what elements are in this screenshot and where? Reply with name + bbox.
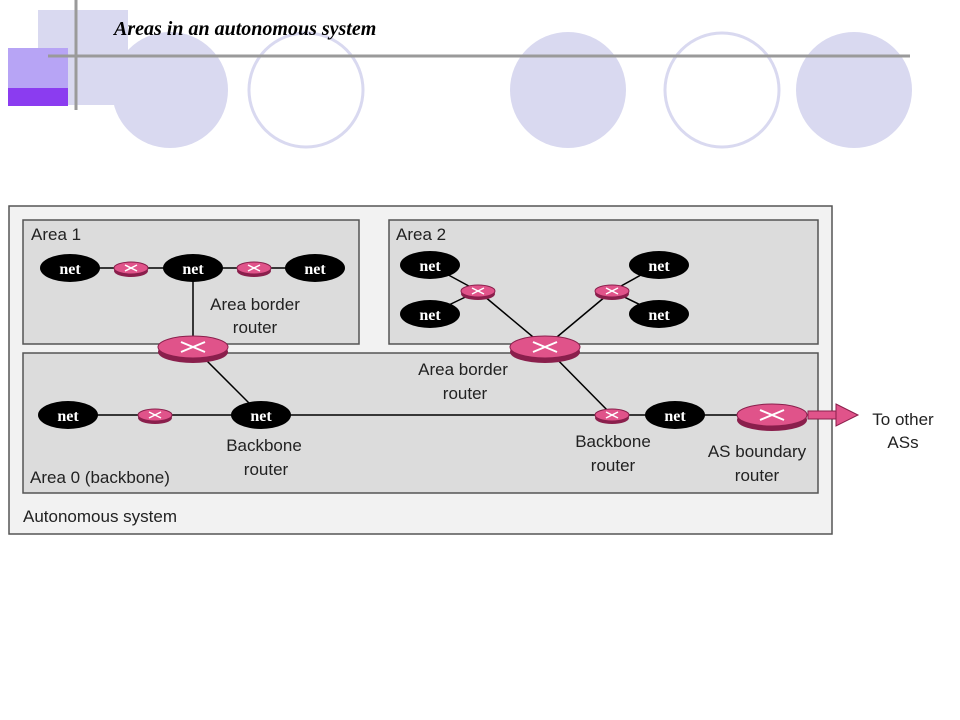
- net-label: net: [59, 261, 81, 278]
- area2-label: Area 2: [396, 225, 446, 244]
- router-small: [137, 408, 173, 425]
- slide-decoration: [8, 0, 912, 149]
- net-node: net: [400, 251, 460, 279]
- net-label: net: [57, 408, 79, 425]
- net-label: net: [419, 307, 441, 324]
- router-small: [460, 284, 496, 301]
- decor-circle-3: [510, 32, 626, 148]
- net-node: net: [629, 300, 689, 328]
- backbone-router-2-line2: router: [591, 456, 636, 475]
- area-border-router-2: [509, 335, 581, 364]
- area1-label: Area 1: [31, 225, 81, 244]
- net-label: net: [304, 261, 326, 278]
- decor-circle-4: [663, 31, 781, 149]
- backbone-router-1-line2: router: [244, 460, 289, 479]
- backbone-router-net: net: [231, 401, 291, 429]
- net-label: net: [419, 258, 441, 275]
- net-node: net: [40, 254, 100, 282]
- backbone-router-1-line1: Backbone: [226, 436, 302, 455]
- net-node: net: [163, 254, 223, 282]
- net-label: net: [664, 408, 686, 425]
- net-label: net: [648, 307, 670, 324]
- as-boundary-router: [736, 403, 808, 432]
- autonomous-system-label: Autonomous system: [23, 507, 177, 526]
- area0-label: Area 0 (backbone): [30, 468, 170, 487]
- backbone-router-2: [594, 408, 630, 425]
- area-border-router-1-line2: router: [233, 318, 278, 337]
- net-node: net: [38, 401, 98, 429]
- backbone-router-2-line1: Backbone: [575, 432, 651, 451]
- as-boundary-router-line2: router: [735, 466, 780, 485]
- area-border-router-2-line2: router: [443, 384, 488, 403]
- right-arrow-icon: [807, 403, 860, 427]
- to-other-ass-line2: ASs: [887, 433, 918, 452]
- area-border-router-2-line1: Area border: [418, 360, 508, 379]
- router-small: [113, 261, 149, 278]
- as-boundary-router-line1: AS boundary: [708, 442, 807, 461]
- net-label: net: [250, 408, 272, 425]
- net-node: net: [629, 251, 689, 279]
- net-label: net: [182, 261, 204, 278]
- slide-title: Areas in an autonomous system: [114, 18, 377, 40]
- net-node: net: [645, 401, 705, 429]
- area-border-router-1-line1: Area border: [210, 295, 300, 314]
- net-node: net: [285, 254, 345, 282]
- net-label: net: [648, 258, 670, 275]
- router-small: [594, 284, 630, 301]
- to-other-ass-line1: To other: [872, 410, 934, 429]
- decor-circle-5: [796, 32, 912, 148]
- decor-circle-2: [247, 31, 365, 149]
- area-border-router-1: [157, 335, 229, 364]
- net-node: net: [400, 300, 460, 328]
- router-small: [236, 261, 272, 278]
- decor-circle-1: [112, 32, 228, 148]
- area2-box: [388, 219, 819, 345]
